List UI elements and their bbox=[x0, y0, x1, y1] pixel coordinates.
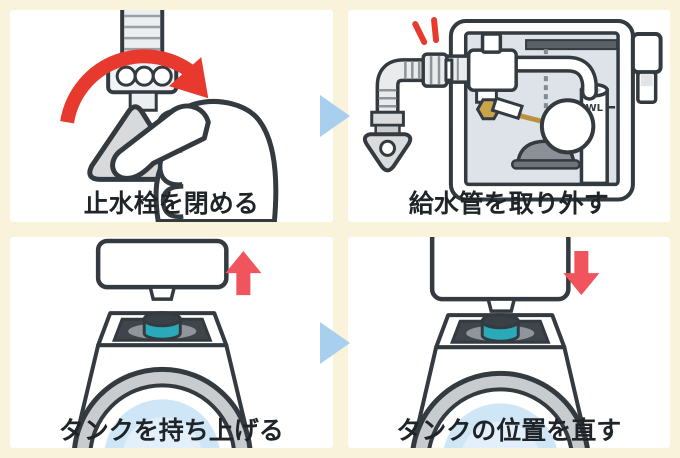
tank-cross-section-illustration: WL bbox=[348, 10, 671, 222]
tank-reposition-illustration bbox=[348, 236, 599, 448]
valve-nut bbox=[108, 60, 176, 92]
float-ball bbox=[541, 100, 592, 152]
flush-lever-arm bbox=[526, 40, 617, 49]
tank-lift-illustration bbox=[10, 237, 262, 448]
step-panel-4: タンクの位置を直す bbox=[347, 236, 670, 448]
rotate-clockwise-arrow-icon bbox=[67, 56, 209, 122]
toilet-base-top bbox=[98, 312, 226, 345]
hand bbox=[113, 102, 276, 222]
stop-valve-hand-illustration bbox=[10, 10, 333, 222]
step-caption-4: タンクの位置を直す bbox=[396, 415, 622, 445]
down-arrow-icon bbox=[562, 250, 599, 295]
toilet-base-body bbox=[412, 347, 588, 448]
tank-outlet-stub bbox=[150, 287, 174, 299]
water-line-label: WL bbox=[585, 103, 603, 114]
toilet-tank bbox=[98, 241, 226, 299]
flush-handle bbox=[632, 34, 660, 102]
step-panel-2: WL bbox=[347, 10, 671, 222]
step-caption-2: 給水管を取り外す bbox=[408, 189, 609, 218]
emphasis-mark-icon bbox=[415, 24, 424, 42]
toilet-base-body bbox=[74, 345, 250, 448]
toilet-tank bbox=[432, 236, 568, 311]
step-caption-3: タンクを持ち上げる bbox=[58, 415, 284, 445]
tank-outlet-stub bbox=[488, 299, 514, 311]
detached-supply-pipe bbox=[364, 20, 451, 170]
fill-valve bbox=[437, 34, 522, 119]
refill-tube bbox=[516, 64, 589, 92]
step-panel-1: 止水栓を閉める bbox=[10, 10, 333, 222]
next-step-arrow-icon bbox=[320, 95, 350, 137]
step-caption-1: 止水栓を閉める bbox=[83, 189, 259, 218]
up-arrow-icon bbox=[225, 250, 262, 295]
emphasis-mark-icon bbox=[434, 20, 436, 40]
toilet-base-top bbox=[436, 314, 564, 347]
steps-grid: 止水栓を閉める WL bbox=[10, 10, 670, 448]
next-step-arrow-icon bbox=[320, 322, 350, 364]
step-panel-3: タンクを持ち上げる bbox=[10, 236, 333, 448]
